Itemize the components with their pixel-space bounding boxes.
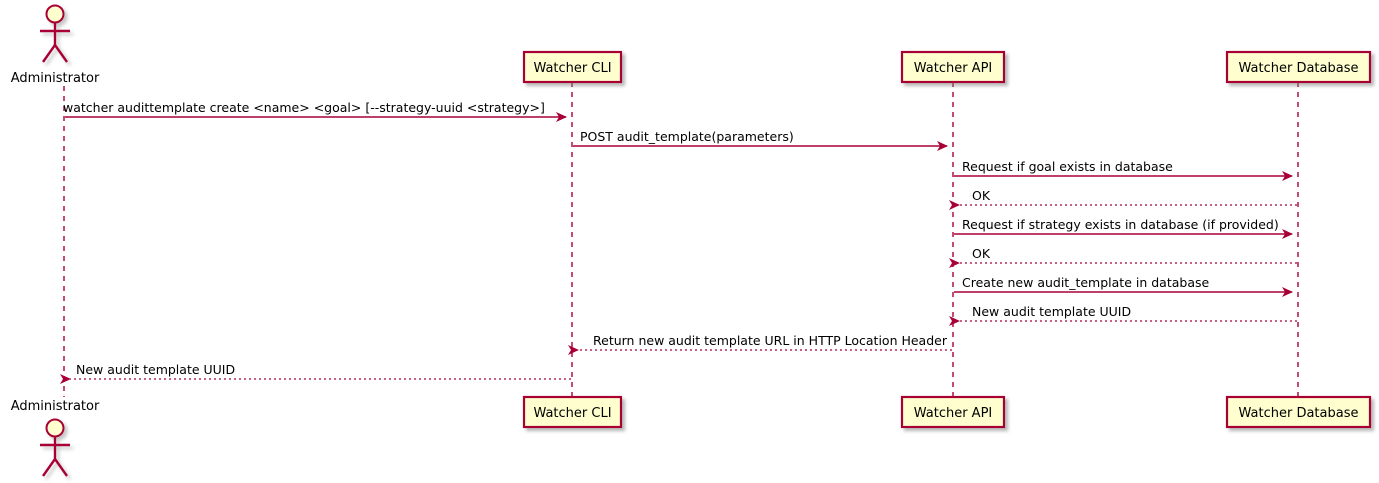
message-4[interactable]: OK xyxy=(949,188,1297,210)
participant-box-watcher-database-top[interactable] xyxy=(1225,50,1372,84)
message-label-10: New audit template UUID xyxy=(76,362,235,377)
participant-box-watcher-api-bottom[interactable] xyxy=(900,395,1006,429)
message-label-9: Return new audit template URL in HTTP Lo… xyxy=(593,333,948,348)
message-label-7: Create new audit_template in database xyxy=(962,275,1209,290)
actor-head-icon xyxy=(45,4,65,24)
participant-watcher-database-top[interactable]: Watcher Database xyxy=(1225,50,1372,84)
message-2[interactable]: POST audit_template(parameters) xyxy=(573,129,948,151)
participant-box-watcher-database-bottom[interactable] xyxy=(1225,395,1372,429)
participant-watcher-api-top[interactable]: Watcher API xyxy=(900,50,1006,84)
message-7[interactable]: Create new audit_template in database xyxy=(954,275,1293,297)
message-label-8: New audit template UUID xyxy=(972,304,1131,319)
participant-watcher-api-bottom[interactable]: Watcher API xyxy=(900,395,1006,429)
participant-watcher-database-bottom[interactable]: Watcher Database xyxy=(1225,395,1372,429)
actor-head-icon-bottom xyxy=(45,418,65,438)
participant-label-watcher-api-top: Watcher API xyxy=(914,61,993,76)
message-9[interactable]: Return new audit template URL in HTTP Lo… xyxy=(568,333,952,355)
message-10[interactable]: New audit template UUID xyxy=(60,362,571,384)
participant-label-watcher-database-top: Watcher Database xyxy=(1239,61,1359,76)
participant-box-watcher-api-top[interactable] xyxy=(900,50,1006,84)
message-label-5: Request if strategy exists in database (… xyxy=(962,217,1279,232)
participant-watcher-cli-bottom[interactable]: Watcher CLI xyxy=(522,395,623,429)
participant-box-watcher-cli-top[interactable] xyxy=(522,50,623,84)
actor-label-administrator-bottom: Administrator xyxy=(11,399,100,414)
message-label-2: POST audit_template(parameters) xyxy=(580,129,794,144)
actor-figure-bottom xyxy=(40,418,70,477)
participant-box-watcher-cli-bottom[interactable] xyxy=(522,395,623,429)
participant-label-watcher-cli-top: Watcher CLI xyxy=(533,61,611,76)
actor-label-administrator-top: Administrator xyxy=(11,71,100,86)
actor-administrator-top[interactable]: Administrator xyxy=(11,4,100,87)
participant-label-watcher-cli-bottom: Watcher CLI xyxy=(533,406,611,421)
actor-figure-top xyxy=(40,4,70,63)
lifelines-group xyxy=(63,82,1299,397)
message-label-6: OK xyxy=(972,246,991,261)
actor-administrator-bottom[interactable]: Administrator xyxy=(11,399,100,477)
message-3[interactable]: Request if goal exists in database xyxy=(954,159,1293,181)
message-8[interactable]: New audit template UUID xyxy=(949,304,1297,326)
message-1[interactable]: watcher audittemplate create <name> <goa… xyxy=(63,100,567,122)
participant-label-watcher-api-bottom: Watcher API xyxy=(914,406,993,421)
participant-label-watcher-database-bottom: Watcher Database xyxy=(1239,406,1359,421)
message-label-4: OK xyxy=(972,188,991,203)
message-5[interactable]: Request if strategy exists in database (… xyxy=(954,217,1293,239)
participant-watcher-cli-top[interactable]: Watcher CLI xyxy=(522,50,623,84)
message-label-3: Request if goal exists in database xyxy=(962,159,1173,174)
message-label-1: watcher audittemplate create <name> <goa… xyxy=(63,100,545,115)
message-6[interactable]: OK xyxy=(949,246,1297,268)
